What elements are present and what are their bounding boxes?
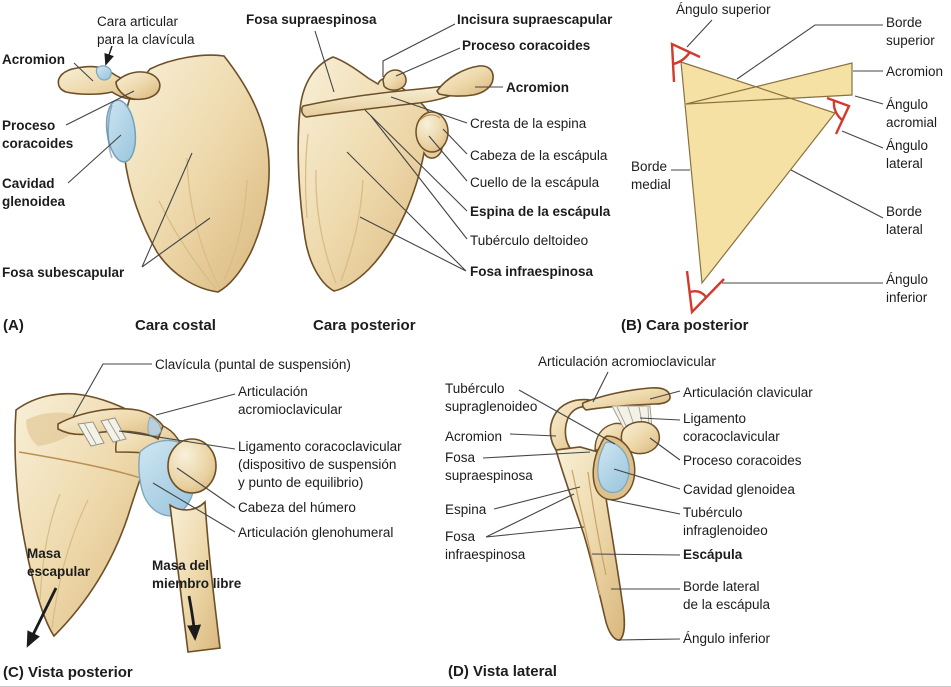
label-masa-escapular: Masa escapular <box>27 546 91 579</box>
caption-a-letter: (A) <box>3 317 24 334</box>
label-tuberculo-supraglenoideo: Tubérculo supraglenoideo <box>445 381 538 414</box>
label-acromion-costal: Acromion <box>2 52 66 67</box>
label-articulacion-glenohumeral: Articulación glenohumeral <box>238 525 394 540</box>
label-tuberculo-deltoideo: Tubérculo deltoideo <box>470 233 589 248</box>
humerus-shaft <box>168 500 221 653</box>
label-cuello-escapula: Cuello de la escápula <box>470 175 600 190</box>
scapula-blade <box>14 392 157 638</box>
caption-cara-posterior: Cara posterior <box>313 317 416 334</box>
glenoid-cavity <box>105 99 137 163</box>
label-borde-superior: Borde superior <box>886 15 935 48</box>
label-fosa-infraespinosa: Fosa infraespinosa <box>470 264 594 279</box>
scapula-costal-drawing <box>57 54 270 293</box>
label-angulo-superior: Ángulo superior <box>676 2 771 17</box>
glenoid-cavity <box>597 441 630 493</box>
coracoid-process <box>382 69 407 91</box>
label-articulacion-acromioclavicular-d: Articulación acromioclavicular <box>538 354 716 369</box>
label-borde-lateral: Borde lateral <box>886 204 923 237</box>
label-acromion-posterior: Acromion <box>506 80 570 95</box>
label-proceso-coracoides-costal: Proceso coracoides <box>2 118 74 151</box>
label-escapula: Escápula <box>683 547 743 562</box>
acromion-hook <box>549 398 591 451</box>
label-acromion-lateral: Acromion <box>445 429 503 444</box>
label-cresta-espina: Cresta de la espina <box>470 116 587 131</box>
label-cara-articular: Cara articular para la clavícula <box>97 14 195 47</box>
label-borde-lateral-escapula: Borde lateral de la escápula <box>683 579 771 612</box>
force-arrows <box>26 587 202 648</box>
scapular-mass-arrow <box>26 587 58 648</box>
label-acromion-schematic: Acromion <box>886 64 944 79</box>
label-proceso-coracoides-posterior: Proceso coracoides <box>462 38 591 53</box>
label-articulacion-acromioclavicular-c: Articulación acromioclavicular <box>238 384 343 417</box>
label-borde-medial: Borde medial <box>631 159 671 192</box>
ac-joint-facet <box>147 416 162 437</box>
inferior-angle-marker <box>685 270 725 315</box>
scapula-head <box>415 111 449 153</box>
caption-c: (C) Vista posterior <box>3 664 133 681</box>
label-cavidad-glenoidea-costal: Cavidad glenoidea <box>2 176 66 209</box>
label-ligamento-coracoclavicular-c: Ligamento coracoclavicular (dispositivo … <box>238 439 402 490</box>
label-angulo-inferior-lateral: Ángulo inferior <box>683 631 771 646</box>
label-fosa-supraespinosa: Fosa supraespinosa <box>246 12 377 27</box>
label-espina: Espina <box>445 502 487 517</box>
label-espina-escapula: Espina de la escápula <box>470 204 611 219</box>
angle-markers <box>670 42 851 315</box>
clavicular-facet <box>95 65 112 81</box>
acromion-process <box>436 65 494 97</box>
caption-cara-costal: Cara costal <box>135 317 216 334</box>
humeral-head <box>167 438 217 494</box>
label-ligamento-coracoclavicular-d: Ligamento coracoclavicular <box>683 411 780 444</box>
label-cabeza-humero: Cabeza del húmero <box>238 500 356 515</box>
label-angulo-acromial: Ángulo acromial <box>886 97 938 130</box>
coracoclavicular-ligament <box>77 417 127 447</box>
label-articulacion-clavicular: Articulación clavicular <box>683 385 813 400</box>
scapula-lateral-drawing <box>549 387 671 641</box>
scapula-blade <box>122 54 270 293</box>
caption-d: (D) Vista lateral <box>448 663 557 680</box>
label-tuberculo-infraglenoideo: Tubérculo infraglenoideo <box>683 505 768 538</box>
label-angulo-inferior-schematic: Ángulo inferior <box>886 272 929 305</box>
scapular-spine <box>301 84 460 118</box>
label-cabeza-escapula: Cabeza de la escápula <box>470 148 608 163</box>
shoulder-posterior-drawing <box>14 392 221 653</box>
caption-b: (B) Cara posterior <box>621 317 749 334</box>
facet-pointer-arrow <box>104 45 114 66</box>
leader-lines <box>65 19 884 641</box>
label-fosa-supraespinosa-lateral: Fosa supraespinosa <box>445 450 533 483</box>
clavicle <box>581 387 671 411</box>
label-clavicula: Clavícula (puntal de suspensión) <box>155 357 351 372</box>
label-fosa-subescapular: Fosa subescapular <box>2 265 125 280</box>
coracoid-process <box>115 71 161 101</box>
scapula-schematic-drawing <box>670 42 853 315</box>
scapula-posterior-drawing <box>297 56 494 292</box>
label-fosa-infraespinosa-lateral: Fosa infraespinosa <box>445 529 526 562</box>
label-masa-miembro-libre: Masa del miembro libre <box>152 558 242 591</box>
label-angulo-lateral: Ángulo lateral <box>886 138 929 171</box>
label-incisura-supraescapular: Incisura supraescapular <box>457 12 613 27</box>
free-limb-mass-arrow <box>187 595 202 641</box>
label-proceso-coracoides-lateral: Proceso coracoides <box>683 453 802 468</box>
label-cavidad-glenoidea-lateral: Cavidad glenoidea <box>683 482 795 497</box>
acromial-angle-marker <box>826 96 851 135</box>
